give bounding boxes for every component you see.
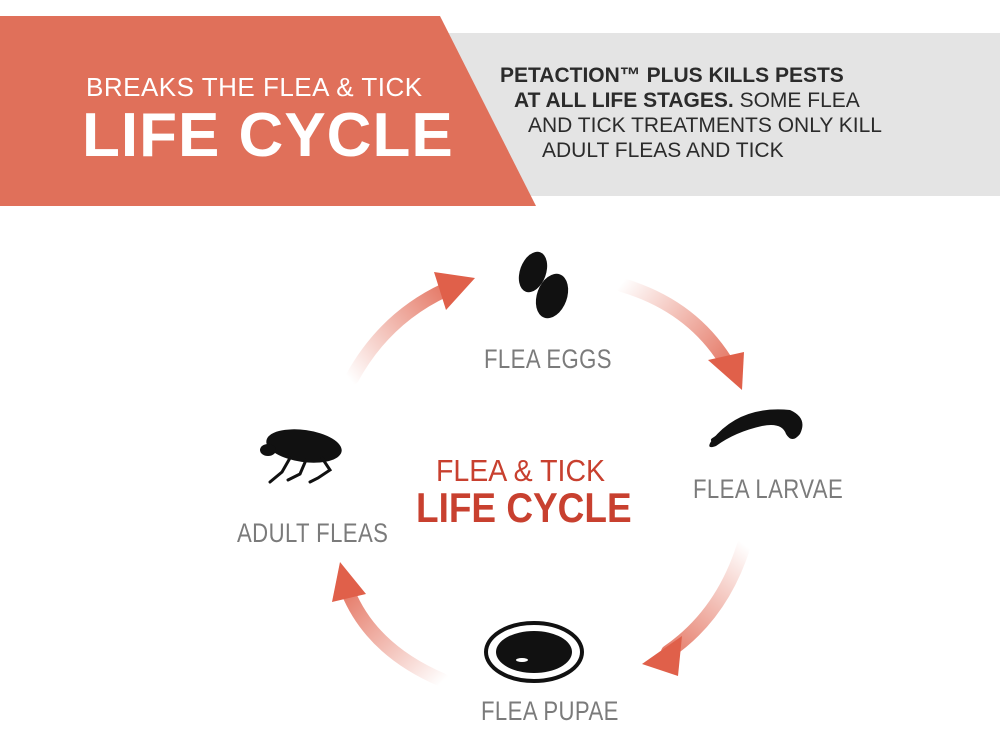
stage-label-larvae: FLEA LARVAE [693,474,844,504]
banner-description: PETACTION™ PLUS KILLS PESTS AT ALL LIFE … [500,63,980,163]
stage-label-eggs: FLEA EGGS [484,344,612,374]
desc-line-2-rest: SOME FLEA [733,89,860,112]
arrow-pupae-to-adult [332,562,449,687]
banner-headline-small: BREAKS THE FLEA & TICK [86,72,423,102]
flea-eggs-icon [518,251,569,319]
desc-line-1: PETACTION™ PLUS KILLS PESTS [500,64,844,87]
flea-pupae-icon [484,621,584,683]
desc-line-3: AND TICK TREATMENTS ONLY KILL [528,114,882,137]
adult-flea-icon [260,429,342,484]
arrow-larvae-to-pupae [642,538,751,676]
stage-label-adult: ADULT FLEAS [237,518,389,548]
flea-larvae-icon [709,409,803,448]
desc-line-2: AT ALL LIFE STAGES. SOME FLEA [500,88,980,113]
arrow-eggs-to-larvae [615,278,744,390]
banner-headline-big: LIFE CYCLE [82,101,454,170]
desc-line-2-bold: AT ALL LIFE STAGES. [514,89,734,112]
desc-line-4: ADULT FLEAS AND TICK [542,139,784,162]
banner-accent-shape [0,16,536,206]
center-title-line-1: FLEA & TICK [436,453,606,488]
center-title-line-2: LIFE CYCLE [416,484,632,531]
arrow-adult-to-eggs [345,272,475,385]
stage-label-pupae: FLEA PUPAE [481,696,619,726]
